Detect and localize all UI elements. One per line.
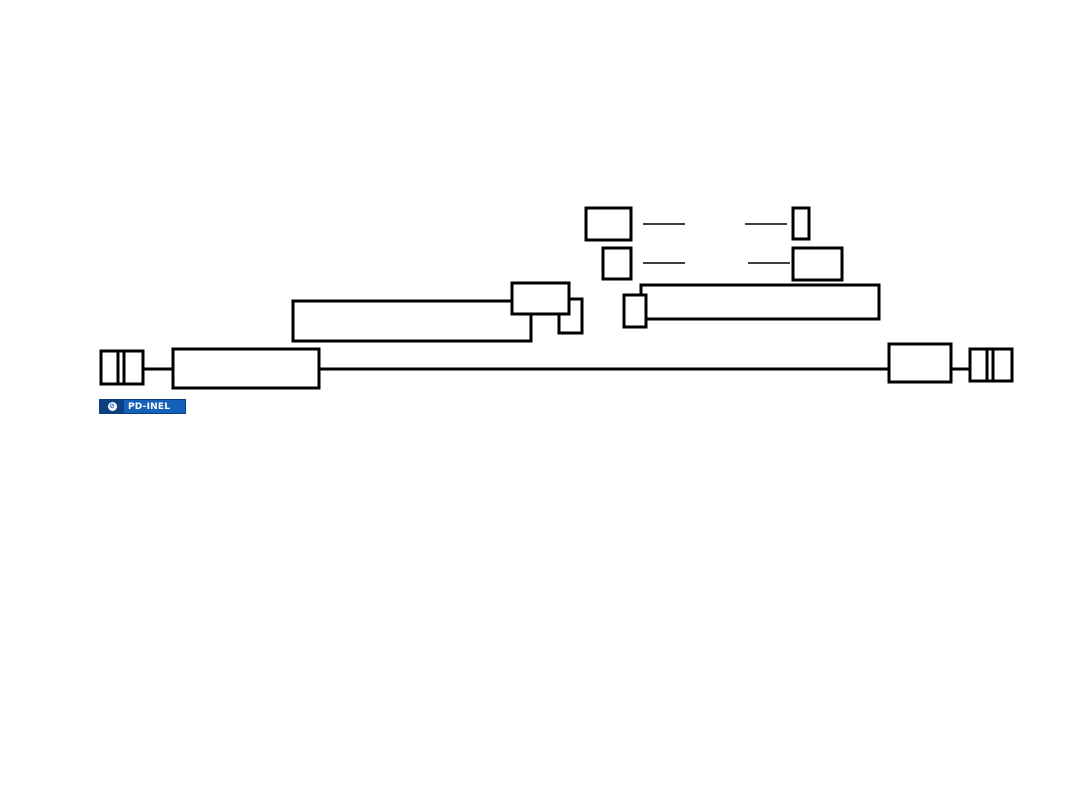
right-panel-tab (622, 293, 648, 329)
left-main-box (171, 347, 321, 390)
top-row-right-box (791, 206, 811, 241)
license-badge: ⊘ PD-INEL (99, 399, 186, 414)
top-row-left-box (584, 206, 633, 242)
left-terminal-outer (99, 349, 145, 386)
left-panel-header-box (510, 281, 571, 316)
second-row-left-box (601, 246, 633, 281)
right-terminal-outer (968, 347, 1014, 383)
left-wide-panel (291, 299, 533, 343)
license-icon-wrap: ⊘ (100, 400, 124, 413)
right-main-box (887, 342, 953, 384)
second-row-right-box (791, 246, 844, 282)
public-domain-icon: ⊘ (107, 402, 117, 411)
right-wide-panel (639, 283, 881, 321)
license-badge-label: PD-INEL (128, 401, 171, 412)
